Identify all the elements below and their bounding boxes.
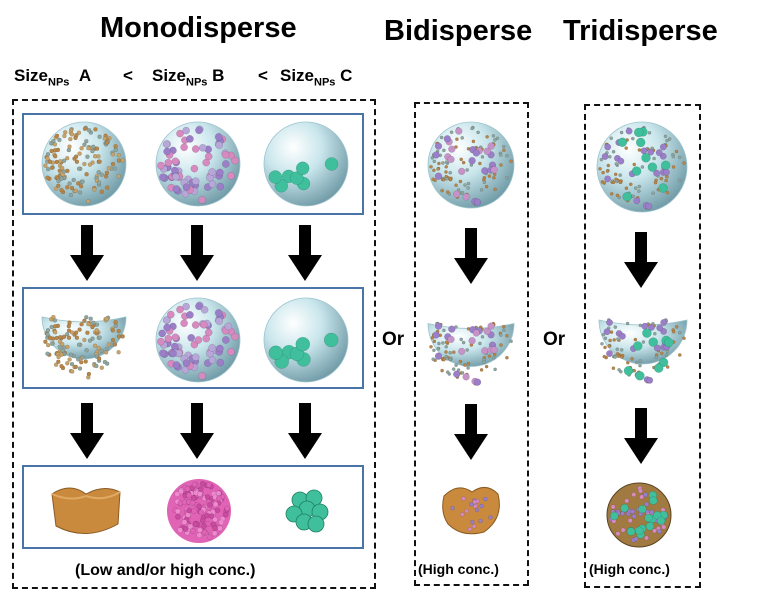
or-connector-2: Or	[543, 329, 566, 350]
size-label-c: SizeNPs C	[280, 66, 353, 89]
pink-cluster-image	[167, 479, 231, 543]
down-arrow-icon	[624, 408, 658, 464]
drying-droplet-small-nps-image	[41, 314, 127, 380]
drying-droplet-large-nps-image	[263, 297, 349, 383]
film-structure-image	[51, 487, 121, 535]
down-arrow-icon	[288, 225, 322, 281]
down-arrow-icon	[180, 225, 214, 281]
tridisperse-drying-droplet-image	[598, 318, 688, 384]
less-than-1: <	[123, 66, 133, 85]
monodisperse-panel	[12, 99, 376, 589]
conc-label-tri: (High conc.)	[589, 561, 670, 577]
or-connector-1: Or	[382, 329, 405, 350]
down-arrow-icon	[624, 232, 658, 288]
size-label-a: SizeNPs A	[14, 66, 92, 89]
droplet-small-nps-image	[41, 121, 127, 207]
droplet-large-nps-image	[263, 121, 349, 207]
heading-tridisperse: Tridisperse	[563, 15, 718, 47]
down-arrow-icon	[180, 403, 214, 459]
size-label-b: SizeNPs B	[152, 66, 225, 89]
heading-monodisperse: Monodisperse	[100, 12, 297, 44]
droplet-medium-nps-image	[155, 121, 241, 207]
conc-label-mono: (Low and/or high conc.)	[75, 562, 256, 579]
down-arrow-icon	[288, 403, 322, 459]
tridisperse-panel	[584, 104, 701, 588]
tridisperse-droplet-image	[596, 121, 688, 213]
down-arrow-icon	[454, 404, 488, 460]
down-arrow-icon	[454, 228, 488, 284]
bidisperse-final-structure-image	[442, 487, 500, 535]
bidisperse-drying-droplet-image	[427, 321, 515, 386]
down-arrow-icon	[70, 403, 104, 459]
bidisperse-droplet-image	[427, 121, 515, 209]
less-than-2: <	[258, 66, 268, 85]
drying-droplet-medium-nps-image	[155, 297, 241, 383]
conc-label-bi: (High conc.)	[418, 561, 499, 577]
green-cluster-image	[285, 489, 329, 533]
down-arrow-icon	[70, 225, 104, 281]
tridisperse-final-structure-image	[606, 482, 672, 548]
bidisperse-panel	[414, 102, 529, 586]
heading-bidisperse: Bidisperse	[384, 15, 533, 47]
